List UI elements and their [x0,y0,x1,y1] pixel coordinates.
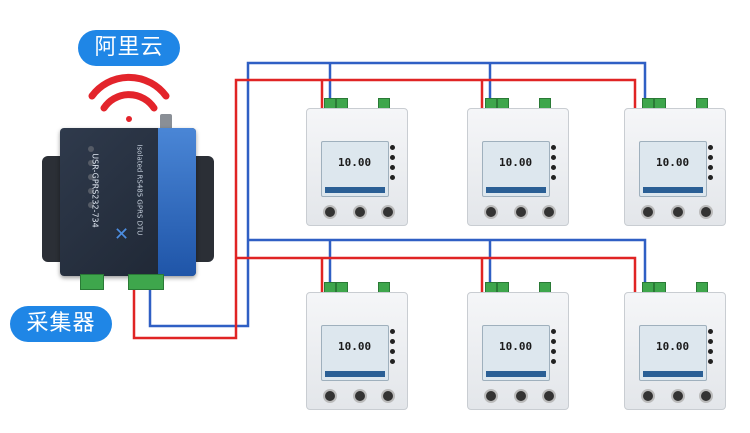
energy-meter: 10.00 [467,98,569,226]
energy-meter: 10.00 [467,282,569,410]
energy-meter: 10.00 [306,282,408,410]
status-led-icon [88,174,94,180]
energy-meter: 10.00 [624,282,726,410]
meter-reading: 10.00 [656,340,690,353]
red-wire [132,78,637,340]
meter-reading: 10.00 [499,340,533,353]
meter-reading: 10.00 [656,156,690,169]
meter-display: 10.00 [639,141,707,197]
dtu-body: USR-GPRS232-734 Isolated RS485 GPRS DTU … [60,128,196,276]
meter-display: 10.00 [482,141,550,197]
dtu-model: USR-GPRS232-734 [90,153,100,228]
status-led-icon [88,202,94,208]
meter-reading: 10.00 [338,156,372,169]
blue-wire [148,61,647,328]
dtu-subtitle: Isolated RS485 GPRS DTU [135,144,144,236]
brand-logo-icon: ✕ [114,224,130,245]
wifi-icon [88,73,170,122]
dtu-device: USR-GPRS232-734 Isolated RS485 GPRS DTU … [42,128,214,290]
power-terminal [80,274,104,290]
antenna-connector [160,114,172,132]
meter-display: 10.00 [321,141,389,197]
energy-meter: 10.00 [306,98,408,226]
collector-label: 采集器 [10,306,112,342]
meter-display: 10.00 [482,325,550,381]
energy-meter: 10.00 [624,98,726,226]
meter-display: 10.00 [639,325,707,381]
status-led-icon [88,188,94,194]
status-led-icon [88,146,94,152]
dtu-side-stripe [158,128,196,276]
meter-reading: 10.00 [338,340,372,353]
rs485-terminal [128,274,164,290]
cloud-label: 阿里云 [78,30,180,66]
status-led-icon [88,160,94,166]
meter-reading: 10.00 [499,156,533,169]
meter-display: 10.00 [321,325,389,381]
